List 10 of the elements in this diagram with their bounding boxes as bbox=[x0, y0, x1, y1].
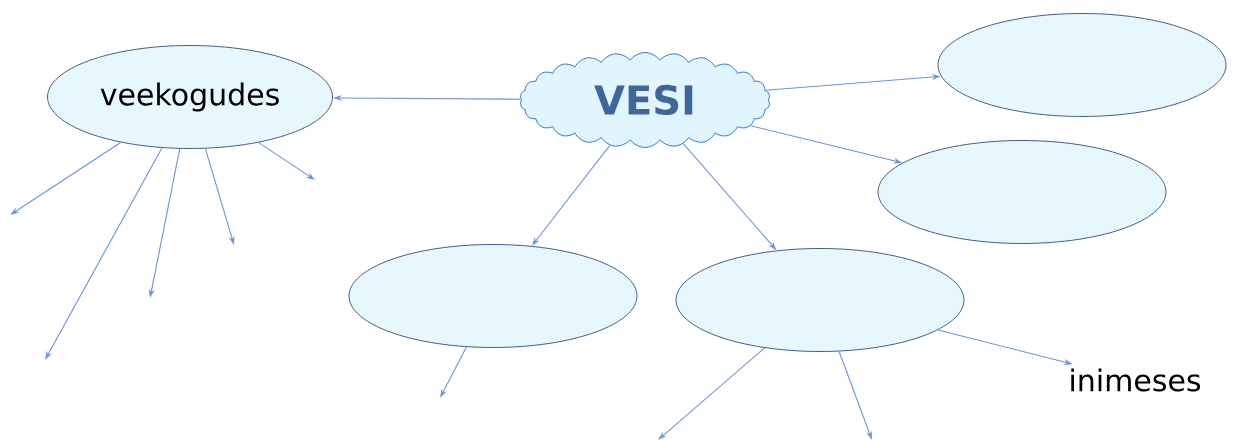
ellipse-bubble bbox=[675, 248, 965, 352]
ellipse-bubble: veekogudes bbox=[47, 45, 333, 149]
arrow bbox=[658, 347, 765, 440]
word-label: inimeses bbox=[1071, 368, 1201, 392]
ellipse-bubble bbox=[937, 13, 1227, 117]
arrow bbox=[258, 142, 315, 180]
arrow bbox=[10, 141, 122, 215]
arrow bbox=[45, 147, 163, 360]
ellipse-bubble bbox=[348, 244, 638, 348]
ellipse-bubble bbox=[877, 140, 1167, 244]
